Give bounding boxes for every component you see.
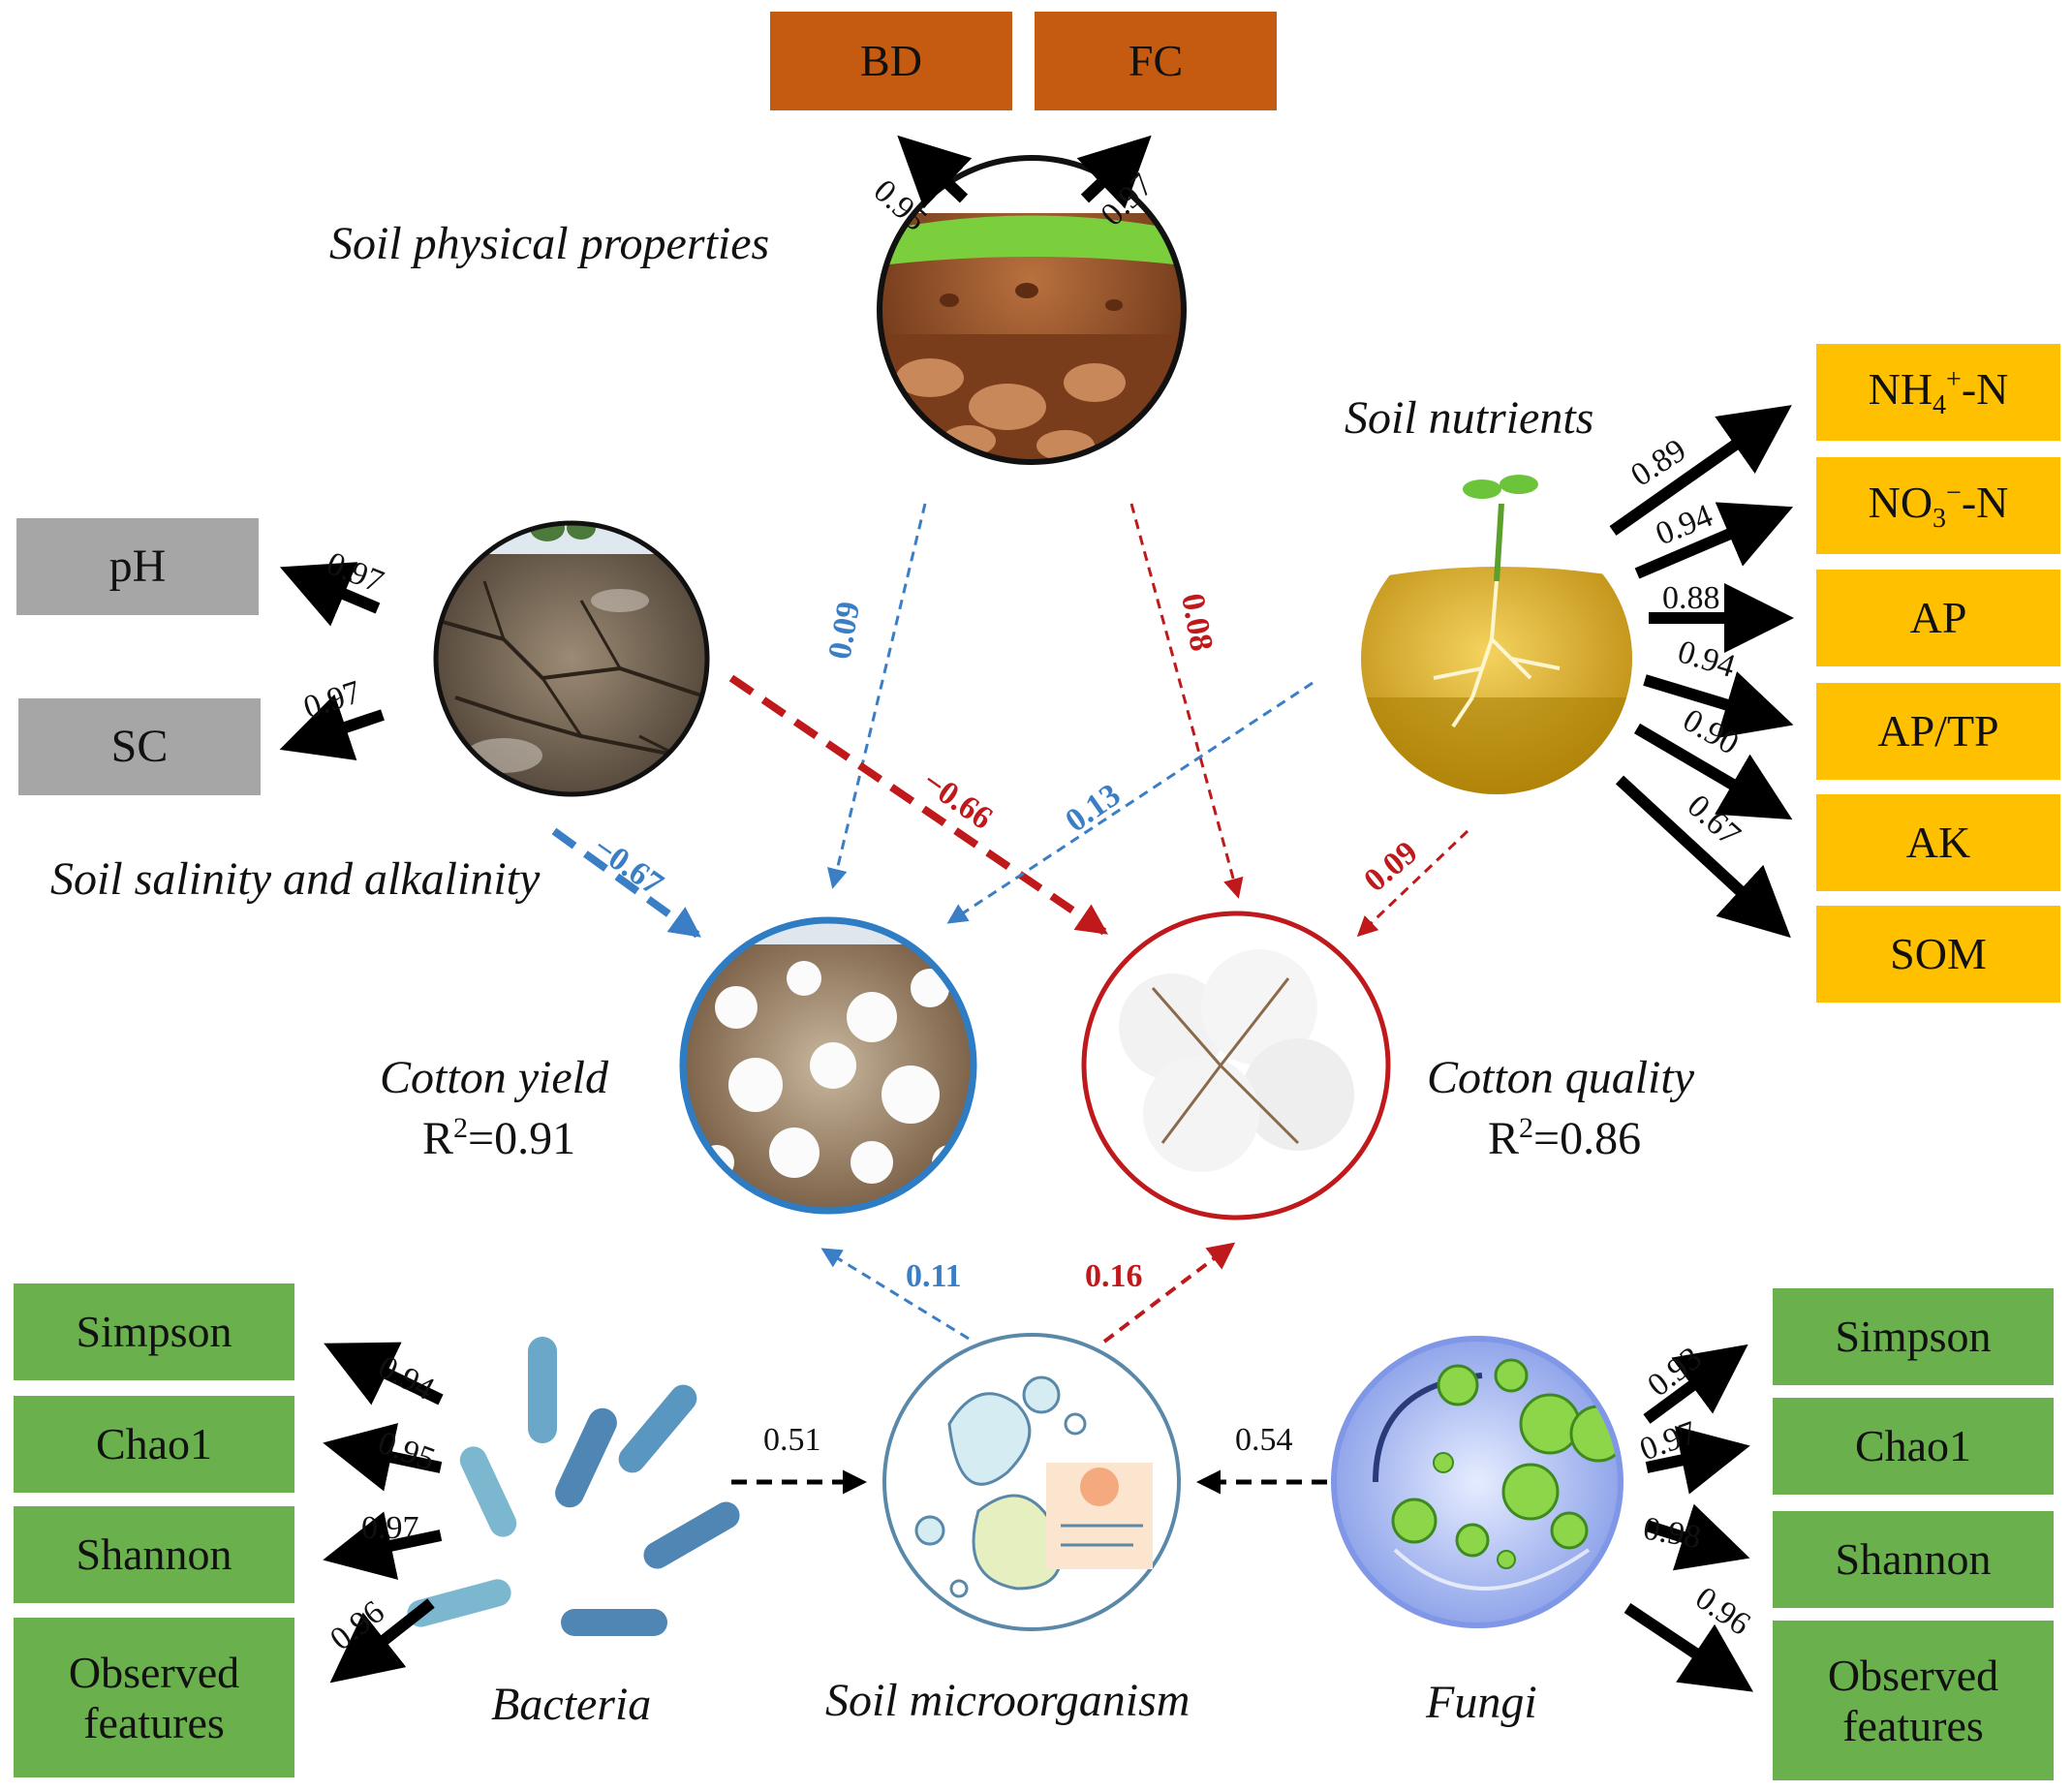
coef-fungi-microbe: 0.54 — [1235, 1422, 1293, 1458]
coef-physical-quality: 0.08 — [1174, 591, 1220, 654]
indicator-ak: AK — [1816, 794, 2060, 891]
indicator-bacteria-shannon: Shannon — [14, 1506, 294, 1603]
loading-label-aptp: 0.94 — [1674, 633, 1740, 685]
indicator-bd: BD — [770, 12, 1012, 110]
path-physical-yield — [827, 503, 927, 889]
indicator-sc: SC — [18, 698, 261, 795]
coef-bacteria-microbe: 0.51 — [763, 1422, 821, 1458]
arrow-fungi-simpson — [1643, 1344, 1748, 1424]
path-microbe-yield — [820, 1248, 970, 1341]
path-nutrients-quality — [1356, 829, 1469, 938]
soil-physical-illustration — [877, 155, 1187, 465]
label-fungi: Fungi — [1426, 1677, 1537, 1728]
cotton-quality-illustration — [1081, 911, 1391, 1220]
label-bacteria: Bacteria — [491, 1679, 652, 1730]
indicator-fungi-chao1: Chao1 — [1773, 1398, 2054, 1495]
arrow-nutrients-aptp — [1643, 671, 1794, 739]
arrow-fungi-shannon — [1645, 1503, 1750, 1571]
loading-label-bacteria-shannon: 0.97 — [361, 1510, 419, 1546]
coef-salinity-quality: −0.66 — [915, 763, 999, 837]
arrow-bacteria-shannon — [323, 1511, 443, 1580]
loading-arrows — [279, 135, 1794, 1692]
indicator-fungi-observed: Observed features — [1773, 1621, 2054, 1780]
arrow-fungi-chao1 — [1645, 1426, 1750, 1495]
label-cotton-yield: Cotton yield — [380, 1052, 608, 1103]
bacteria-illustration — [407, 1337, 740, 1636]
loading-label-ap: 0.88 — [1662, 580, 1720, 616]
coef-salinity-yield: −0.67 — [586, 829, 669, 903]
r2-cotton-yield: R2=0.91 — [422, 1112, 576, 1164]
soil-microorganism-illustration — [882, 1333, 1181, 1631]
coef-nutrients-quality: 0.09 — [1357, 835, 1424, 900]
arrow-physical-fc — [1076, 135, 1152, 209]
indicator-bacteria-observed: Observed features — [14, 1618, 294, 1777]
label-soil-microorganism: Soil microorganism — [825, 1675, 1191, 1726]
indicator-ph: pH — [16, 518, 259, 615]
loading-label-fungi-simpson: 0.93 — [1641, 1341, 1709, 1405]
coef-microbe-quality: 0.16 — [1085, 1258, 1143, 1294]
loading-label-fungi-observed: 0.96 — [1688, 1580, 1756, 1642]
arrow-nutrients-som — [1615, 775, 1791, 939]
arrow-bacteria-observed — [329, 1598, 435, 1684]
indicator-fc: FC — [1035, 12, 1277, 110]
arrow-salinity-sc — [279, 694, 385, 760]
r2-cotton-quality: R2=0.86 — [1488, 1112, 1642, 1164]
arrow-physical-bd — [897, 135, 973, 209]
arrow-fungi-observed — [1624, 1603, 1753, 1692]
label-soil-physical: Soil physical properties — [329, 218, 770, 269]
path-microbe-quality — [1102, 1242, 1236, 1344]
loading-label-bacteria-chao1: 0.95 — [373, 1425, 440, 1478]
soil-salinity-illustration — [433, 520, 710, 797]
cotton-yield-illustration — [679, 916, 977, 1215]
arrow-nutrients-no3 — [1634, 502, 1794, 579]
coef-microbe-yield: 0.11 — [906, 1258, 962, 1294]
indicator-fungi-simpson: Simpson — [1773, 1288, 2054, 1385]
soil-nutrients-illustration — [1361, 475, 1632, 794]
path-salinity-quality — [728, 674, 1108, 936]
indicator-bacteria-chao1: Chao1 — [14, 1396, 294, 1493]
indicator-nh4: NH4+-N — [1816, 344, 2060, 441]
coef-nutrients-yield: 0.13 — [1059, 777, 1127, 839]
arrow-salinity-ph — [279, 562, 381, 627]
indicator-no3: NO3−-N — [1816, 457, 2060, 554]
fungi-illustration — [1331, 1336, 1624, 1628]
loading-label-fungi-shannon: 0.98 — [1641, 1510, 1704, 1556]
coef-physical-yield: 0.09 — [821, 599, 867, 662]
label-soil-nutrients: Soil nutrients — [1345, 392, 1594, 444]
indicator-bacteria-simpson: Simpson — [14, 1283, 294, 1380]
label-cotton-quality: Cotton quality — [1427, 1052, 1694, 1103]
indicator-som: SOM — [1816, 906, 2060, 1003]
path-salinity-yield — [551, 827, 701, 939]
arrow-bacteria-simpson — [324, 1342, 444, 1406]
path-nutrients-yield — [946, 681, 1314, 924]
arrow-nutrients-nh4 — [1609, 405, 1792, 536]
label-soil-salinity: Soil salinity and alkalinity — [50, 853, 541, 905]
indicator-ap: AP — [1816, 570, 2060, 666]
indicator-fungi-shannon: Shannon — [1773, 1511, 2054, 1608]
path-arrows — [551, 503, 1469, 1344]
indicator-aptp: AP/TP — [1816, 683, 2060, 780]
arrow-nutrients-ak — [1633, 723, 1793, 820]
path-physical-quality — [1129, 503, 1244, 899]
arrow-bacteria-chao1 — [323, 1423, 443, 1492]
